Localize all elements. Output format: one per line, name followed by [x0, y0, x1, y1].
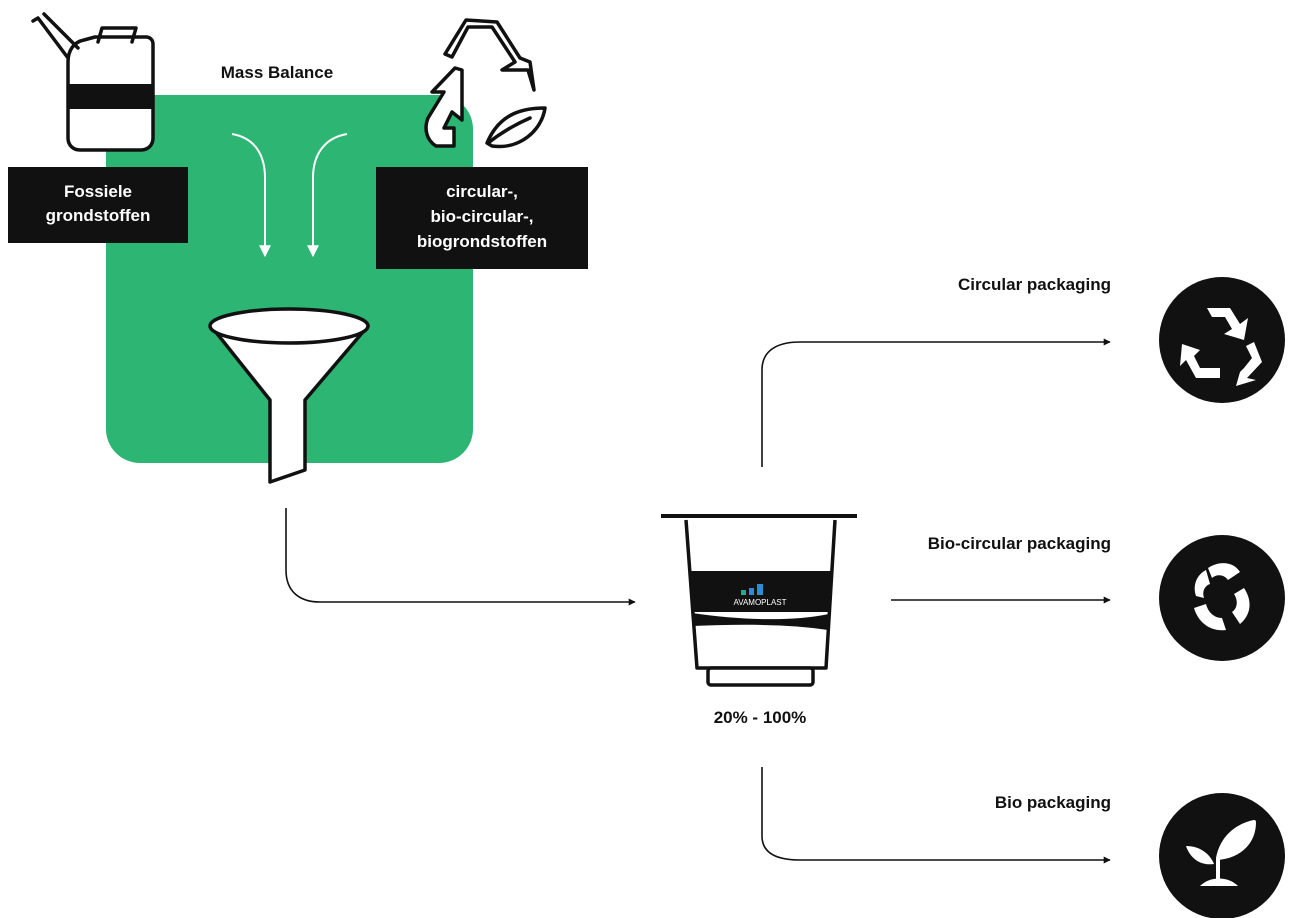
circular-label-line3: biogrondstoffen	[417, 232, 547, 251]
circular-label-line2: bio-circular-,	[431, 207, 534, 226]
output-label-bio: Bio packaging	[995, 793, 1111, 812]
circular-label-box	[376, 167, 588, 269]
fossil-label-box	[8, 167, 188, 243]
mass-balance-title: Mass Balance	[221, 63, 333, 82]
to-circular-connector	[761, 338, 1111, 467]
fossil-label-line1: Fossiele	[64, 182, 132, 201]
cup-icon: AVAMOPLAST	[661, 514, 857, 687]
jerrycan-icon	[31, 12, 155, 152]
recycle-leaf-icon	[424, 18, 547, 149]
sprout-circle-icon	[1159, 793, 1285, 918]
circular-label-line1: circular-,	[446, 182, 518, 201]
to-bio-connector	[761, 767, 1111, 864]
funnel-icon	[208, 307, 370, 484]
fossil-inflow-arrow	[231, 133, 271, 258]
funnel-to-cup-connector	[285, 508, 636, 606]
bio-recycle-circle-icon	[1159, 535, 1285, 661]
output-label-circular: Circular packaging	[958, 275, 1111, 294]
circular-inflow-arrow	[307, 133, 348, 258]
recycle-circle-icon	[1159, 277, 1285, 403]
percentage-label: 20% - 100%	[714, 708, 807, 727]
fossil-label-line2: grondstoffen	[46, 206, 151, 225]
cup-brand-label: AVAMOPLAST	[733, 598, 786, 607]
output-label-bio-circular: Bio-circular packaging	[928, 534, 1111, 553]
